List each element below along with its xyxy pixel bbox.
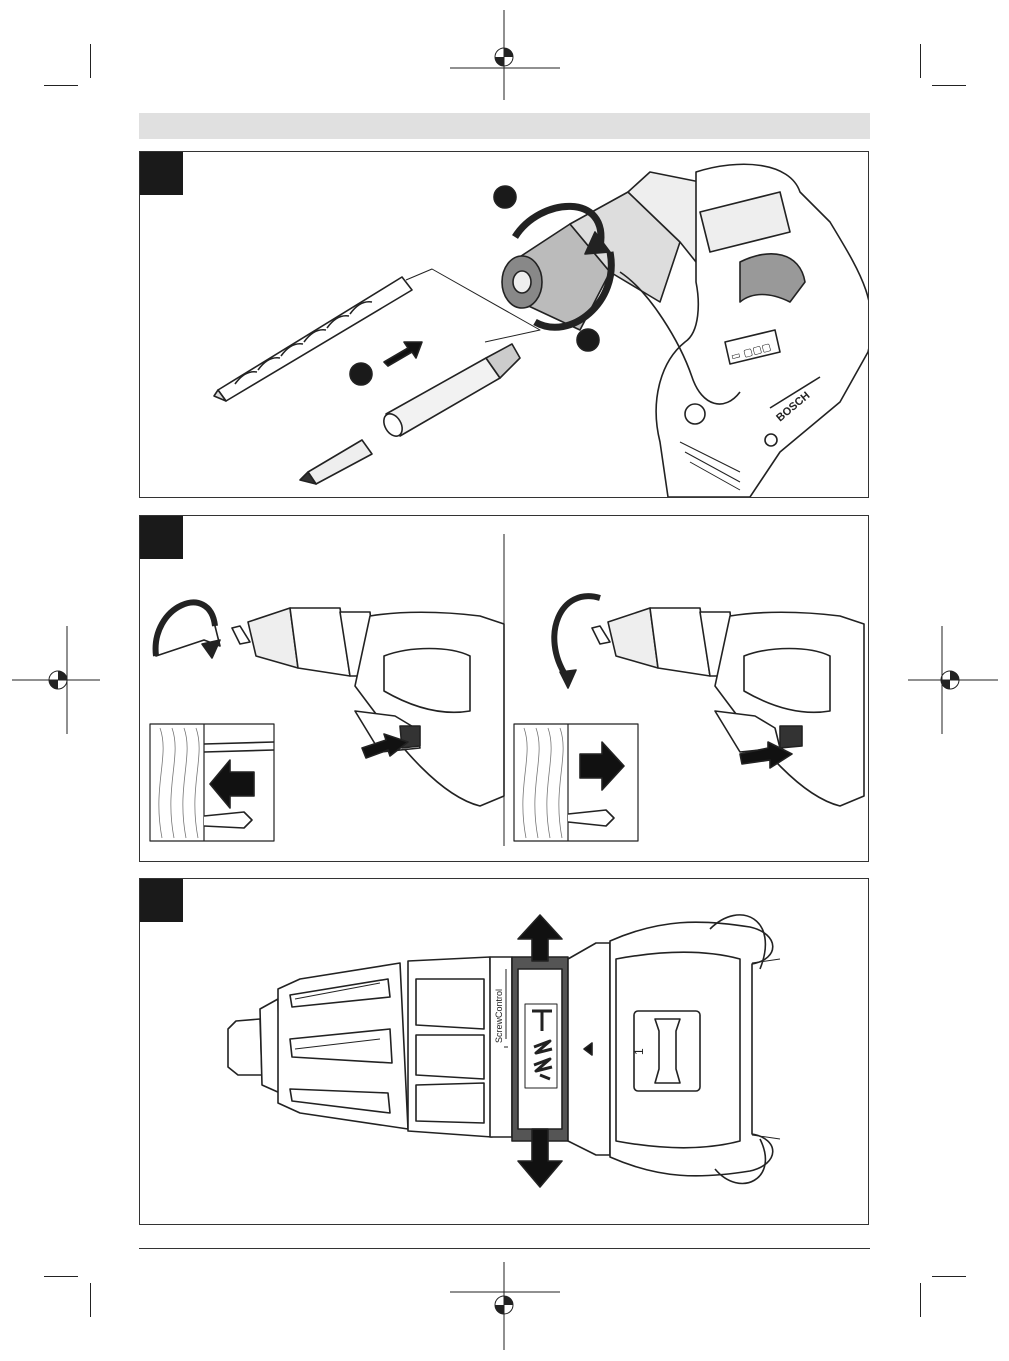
callout-3 bbox=[577, 329, 599, 351]
screwdriver-bit-icon bbox=[300, 440, 372, 484]
figure-1-illustration: BOSCH ▭ ▢▢▢ bbox=[140, 152, 868, 497]
figure-3-panel: ScrewControl T bbox=[139, 878, 869, 1225]
drill-bit-icon bbox=[214, 277, 412, 401]
header-band bbox=[139, 113, 870, 139]
ring-brand-label: ScrewControl bbox=[494, 989, 504, 1043]
figure-2-illustration bbox=[140, 516, 868, 861]
bottom-rule bbox=[139, 1248, 870, 1249]
figure-2-panel bbox=[139, 515, 869, 862]
selector-up-arrow-icon bbox=[518, 915, 562, 961]
mode-selector-icon bbox=[512, 957, 568, 1141]
callout-2 bbox=[494, 186, 516, 208]
callout-1 bbox=[350, 363, 372, 385]
mode-symbols: T bbox=[140, 879, 141, 880]
chuck-sleeve-icon bbox=[278, 957, 492, 1137]
gear-label: 1 bbox=[632, 1048, 646, 1055]
figure-3-illustration: ScrewControl T bbox=[140, 879, 868, 1224]
insert-arrow-icon bbox=[384, 342, 422, 366]
figure-1-panel: BOSCH ▭ ▢▢▢ bbox=[139, 151, 869, 498]
drill-housing-icon bbox=[568, 915, 780, 1184]
